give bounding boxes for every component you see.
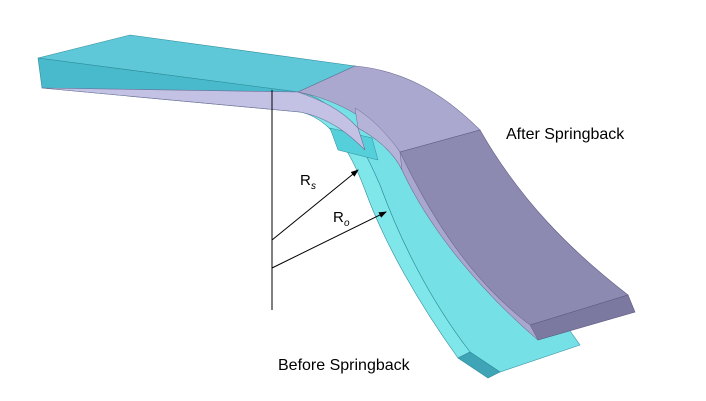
radius-construction [271,90,387,310]
after-lower-side [399,151,539,341]
after-springback-strip [41,65,636,341]
before-springback-label: Before Springback [278,357,411,374]
ro-label-subscript: o [344,218,350,229]
ro-label-main: R [333,209,344,226]
rs-label-subscript: s [311,181,316,192]
after-springback-label: After Springback [506,126,625,143]
after-flat-side-face [41,87,366,151]
ro-radius-arrow [271,211,387,269]
after-top-band [354,107,403,171]
ro-label: R o [333,209,350,229]
rs-radius-arrow [271,169,359,241]
before-tip-face [457,351,501,379]
rs-label-main: R [300,172,311,189]
rs-label: R s [300,172,316,192]
